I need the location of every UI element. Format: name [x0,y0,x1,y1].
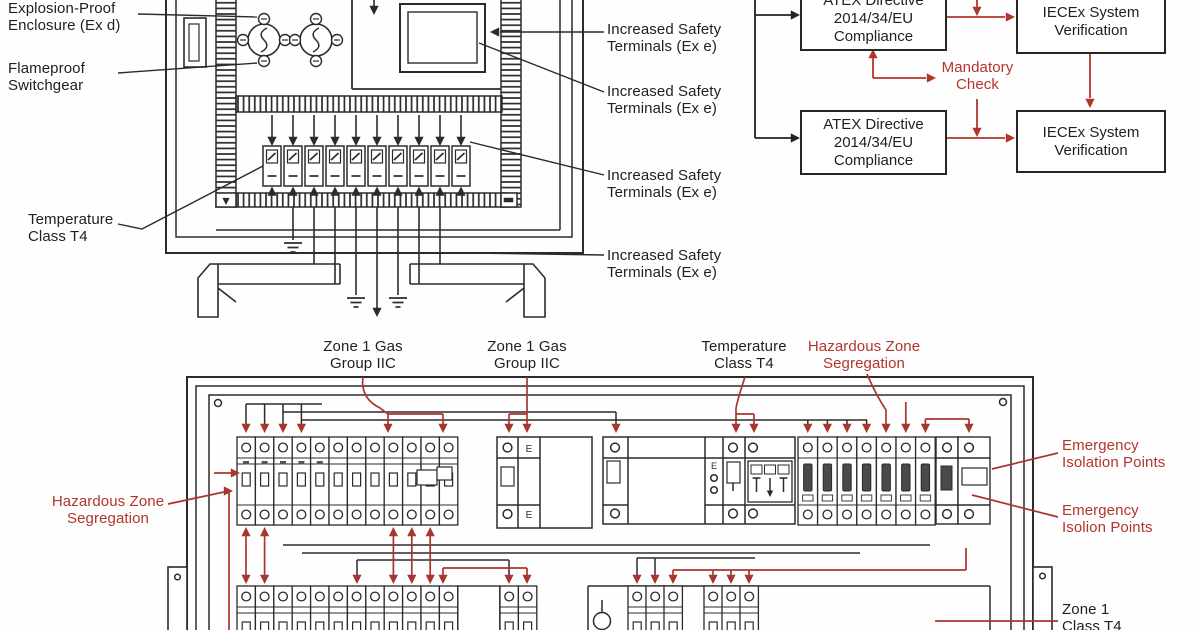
emergency-isolation-modules [935,436,991,525]
breaker-group-c: E [602,436,796,525]
compliance-arrows [872,0,1091,139]
label-emergency-isolation: Emergency Isolation Points [1062,437,1166,471]
ground-symbol [283,242,303,253]
label-increased-safety-1: Increased Safety Terminals (Ex e) [607,21,722,55]
flowchart-iecex-box-1: IECEx System Verification [1016,0,1166,54]
flowchart-connectors [754,0,1095,143]
module-label-e: E [526,444,533,455]
label-temperature-class: Temperature Class T4 [28,211,114,245]
display-window [399,3,486,73]
red-wiring [167,373,1059,630]
breaker-group-d [797,436,936,526]
ground-symbol [388,297,408,308]
feed-arrows [271,115,462,137]
breaker-group-b2 [499,585,538,630]
panel-flange-right [1032,566,1053,630]
enclosure-breaker-row [262,145,471,187]
breaker-group-b: E E [496,436,593,529]
flowchart-atex-box-2: ATEX Directive 2014/34/EU Compliance [800,110,947,175]
bus-wiring-top [245,403,868,424]
label-increased-safety-4: Increased Safety Terminals (Ex e) [607,247,722,281]
label-zone1-gas-2: Zone 1 Gas Group IIC [487,338,567,372]
label-emergency-isolion: Emergency Isolion Points [1062,502,1153,536]
mounting-hole [998,397,1008,407]
label-increased-safety-3: Increased Safety Terminals (Ex e) [607,167,722,201]
module-label-e: E [711,461,717,471]
rotary-switch-1 [236,12,292,68]
label-zone1-gas-1: Zone 1 Gas Group IIC [323,338,403,372]
breaker-group-c2 [587,585,991,630]
cable-gland [183,17,207,68]
label-zone1-class: Zone 1 Class T4 [1062,601,1122,630]
module-label-e: E [526,510,533,521]
terminal-rail-bottom [235,192,507,208]
callout-leaders [117,13,605,256]
enclosure-drawing [165,0,584,318]
label-explosion-proof: Explosion-Proof Enclosure (Ex d) [8,0,121,34]
panel-drawing: E E E [167,373,1059,630]
indicator-lamp [592,611,612,630]
label-mandatory-check: Mandatory Check [941,59,1014,93]
flameproof-wall-right [500,0,522,208]
earth-conductors [292,207,441,308]
terminal-rail-top [235,95,503,113]
bus-wiring-mid [283,544,930,576]
label-increased-safety-2: Increased Safety Terminals (Ex e) [607,83,722,117]
rotary-switch-2 [288,12,344,68]
mounting-feet [197,263,546,318]
flameproof-wall-left [215,0,237,208]
label-hazardous-top: Hazardous Zone Segregation [807,338,921,372]
ground-symbol [346,297,366,308]
mounting-hole [213,398,223,408]
label-hazardous-left: Hazardous Zone Segregation [51,493,165,527]
flowchart-atex-box-1: ATEX Directive 2014/34/EU Compliance [800,0,947,51]
label-panel-temperature: Temperature Class T4 [701,338,787,372]
flowchart-iecex-box-2: IECEx System Verification [1016,110,1166,173]
label-flameproof: Flameproof Switchgear [8,60,85,94]
breaker-group-a2 [236,585,501,630]
breaker-group-a [236,436,459,526]
panel-flange-left [167,566,188,630]
